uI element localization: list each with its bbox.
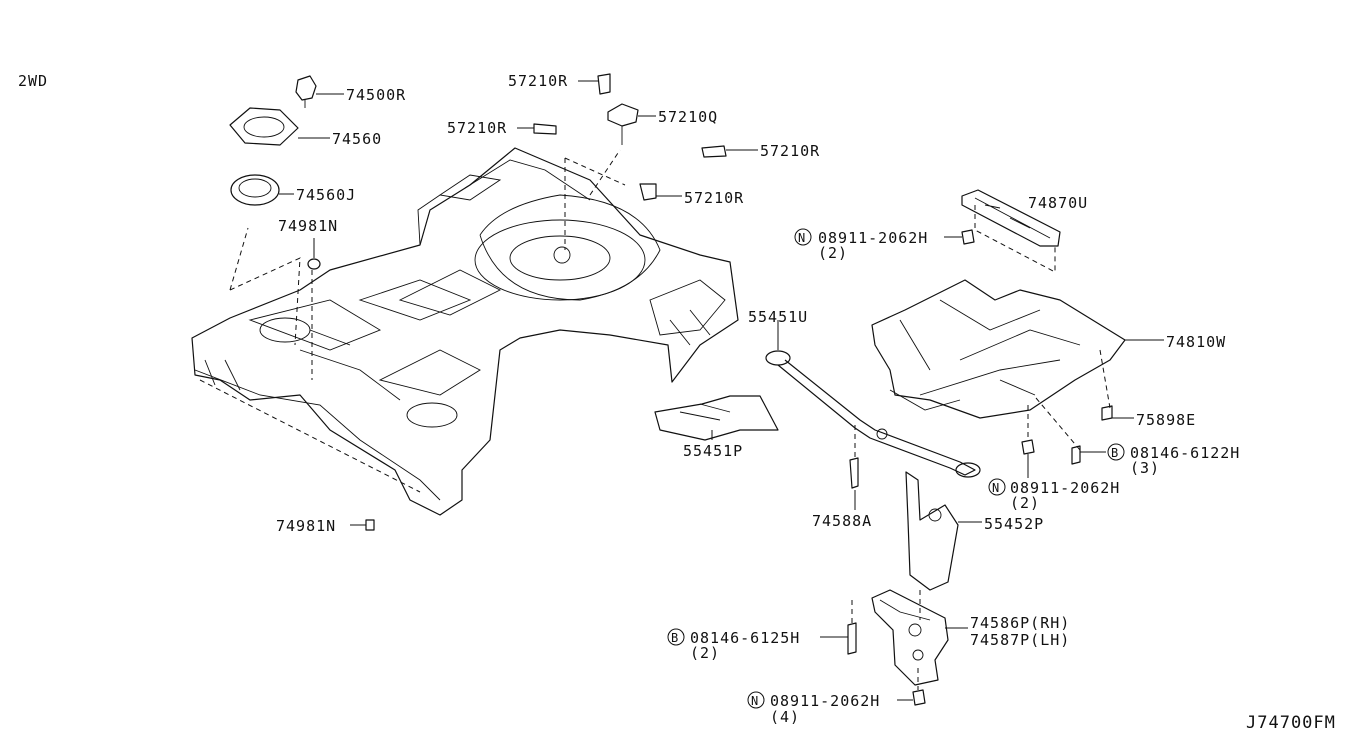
drawing-id: J74700FM [1246,713,1336,733]
qty-08146-b: (2) [690,644,720,662]
clip-57210R-d [639,183,657,201]
clip-57210R-a [597,73,611,95]
callout-08911-c: 08911-2062H [770,692,880,710]
qty-08911-c: (4) [770,708,800,726]
bracket-74586P-74587P: 74586P(RH) 74587P(LH) [851,589,1070,690]
callout-74560J: 74560J [296,186,356,204]
qty-08146-a: (3) [1130,459,1160,477]
callout-57210Q: 57210Q [658,108,718,126]
svg-text:B: B [671,631,679,645]
nut-symbol-b [988,478,1006,496]
callout-74870U: 74870U [1028,194,1088,212]
callout-55451U: 55451U [748,308,808,326]
bracket-55452P: 55452P [905,471,1044,620]
nut-symbol-c [747,691,765,709]
clip-57210R-c [701,145,727,158]
callout-74587P: 74587P(LH) [970,631,1070,649]
callout-08911-b: 08911-2062H [1010,479,1120,497]
qty-08911-a: (2) [818,244,848,262]
nut-08911-a [961,229,975,245]
bolt-08146-a [1071,445,1081,465]
bracket-55451P: 55451P [654,395,779,460]
svg-text:B: B [1111,446,1119,460]
undercover-74810W: 74810W [871,279,1226,451]
nut-symbol-a [794,228,812,246]
plug-74981N [307,258,321,270]
callout-57210R-d: 57210R [684,189,744,207]
callout-57210R-a: 57210R [508,72,568,90]
callout-74500R: 74500R [346,86,406,104]
part-74560: 74560 [229,107,382,148]
callout-74810W: 74810W [1166,333,1226,351]
variant-label: 2WD [18,72,48,90]
callout-74981N-a: 74981N [278,217,338,235]
callout-55452P: 55452P [984,515,1044,533]
callout-74586P: 74586P(RH) [970,614,1070,632]
bolt-symbol-a [1107,443,1125,461]
svg-text:N: N [992,481,1000,495]
svg-text:N: N [798,231,806,245]
part-74500R: 74500R [295,75,406,108]
clip-75898E [1101,405,1113,421]
callout-08146-b: 08146-6125H [690,629,800,647]
callout-55451P: 55451P [683,442,743,460]
callout-74560: 74560 [332,130,382,148]
qty-08911-b: (2) [1010,494,1040,512]
bolt-74588A [849,457,859,489]
rear-floor-panel [191,147,739,516]
callout-57210R-c: 57210R [760,142,820,160]
part-74560J: 74560J [230,174,356,206]
clip-57210R-b [533,123,557,135]
callout-74981N-b: 74981N [276,517,336,535]
bolt-08146-b [847,622,857,655]
callout-75898E: 75898E [1136,411,1196,429]
callout-74588A: 74588A [812,512,872,530]
svg-text:N: N [751,694,759,708]
plug-74981N-lower [365,519,375,531]
callout-08911-a: 08911-2062H [818,229,928,247]
callout-57210R-b: 57210R [447,119,507,137]
nut-08911-c [912,689,926,706]
bolt-symbol-b [667,628,685,646]
nut-08911-b [1021,439,1035,455]
callout-08146-a: 08146-6122H [1130,444,1240,462]
bracket-74870U: 74870U [961,189,1088,273]
fastener-57210Q: 57210Q [607,103,718,145]
brace-55451U: 55451U [748,308,981,478]
